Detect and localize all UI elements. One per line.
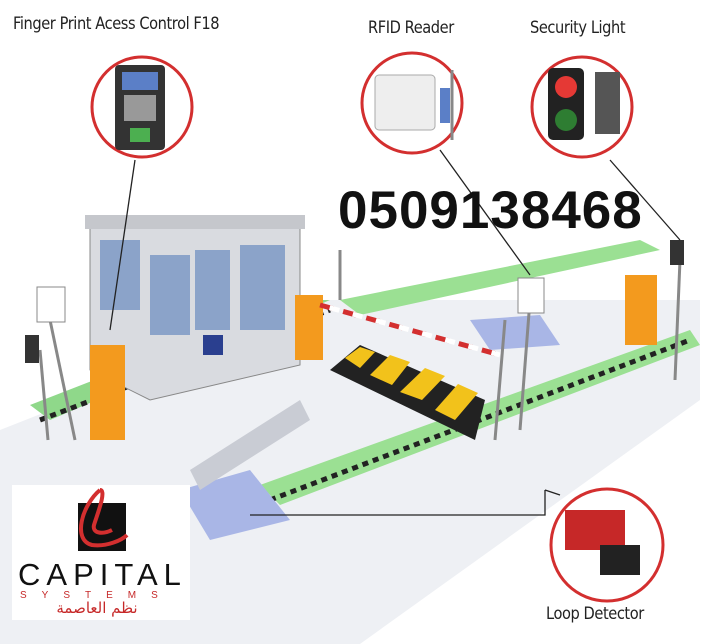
security-light-circle xyxy=(530,55,634,159)
fingerprint-device-circle xyxy=(90,55,194,159)
fingerprint-terminal-stand xyxy=(90,345,125,440)
green-strip xyxy=(340,240,660,315)
rfid-label: RFID Reader xyxy=(368,18,454,38)
loop-detector-circle xyxy=(549,487,665,603)
barrier-gate xyxy=(625,275,657,345)
capital-systems-logo: CAPITAL SYSTEMS نظم العاصمة xyxy=(12,485,190,620)
security-light-label: Security Light xyxy=(530,18,626,38)
rfid-reader-circle xyxy=(360,51,464,155)
connector-lines xyxy=(109,149,681,516)
loop-detector-label: Loop Detector xyxy=(546,604,644,624)
logo-arabic: نظم العاصمة xyxy=(56,599,138,617)
barrier-gate xyxy=(295,295,323,360)
logo-subtitle: SYSTEMS xyxy=(20,590,173,601)
fingerprint-label: Finger Print Acess Control F18 xyxy=(13,14,220,34)
loop-pad xyxy=(470,315,560,350)
poles xyxy=(38,250,682,441)
road-blocker xyxy=(330,345,485,440)
logo-name: CAPITAL xyxy=(18,557,187,592)
phone-number: 0509138468 xyxy=(338,181,643,240)
loop-pad xyxy=(180,470,290,540)
